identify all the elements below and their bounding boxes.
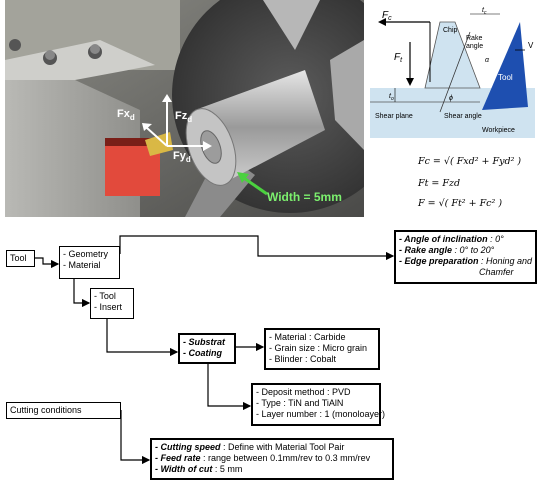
material-to-tool-connector xyxy=(74,279,89,303)
width-of-cut-key: - Width of cut xyxy=(155,464,212,474)
layer-number: - Layer number : 1 (monoloayer) xyxy=(256,409,376,420)
width-of-cut-value: : 5 mm xyxy=(212,464,242,474)
feed-rate-value: : range between 0.1mm/rev to 0.3 mm/rev xyxy=(201,453,371,463)
material-carbide: - Material : Carbide xyxy=(269,332,375,343)
edge-prep-key: - Edge preparation xyxy=(399,256,479,266)
edge-prep-line: - Edge preparation : Honing and xyxy=(399,256,532,267)
feed-rate-key: - Feed rate xyxy=(155,453,201,463)
width-of-cut-line: - Width of cut : 5 mm xyxy=(155,464,389,475)
substrat-item: - Substrat xyxy=(183,337,231,348)
inclination-key: - Angle of inclination xyxy=(399,234,488,244)
geometry-item: - Geometry xyxy=(63,249,116,260)
geometry-box: - Geometry - Material xyxy=(59,246,120,279)
edge-prep-line-2: Chamfer xyxy=(399,267,532,278)
grain-size: - Grain size : Micro grain xyxy=(269,343,375,354)
deposit-method: - Deposit method : PVD xyxy=(256,387,376,398)
geometry-detail-box: - Angle of inclination : 0° - Rake angle… xyxy=(394,230,537,284)
inclination-value: : 0° xyxy=(488,234,504,244)
tool-box-text: Tool xyxy=(10,253,31,264)
coating-detail-box: - Deposit method : PVD - Type : TiN and … xyxy=(251,383,381,426)
cutting-to-detail-connector xyxy=(121,410,149,460)
cutting-conditions-text: Cutting conditions xyxy=(10,405,117,416)
tool-box: Tool xyxy=(6,250,35,267)
cutting-conditions-box: Cutting conditions xyxy=(6,402,121,419)
tool-to-geometry-connector xyxy=(35,258,58,264)
inclination-line: - Angle of inclination : 0° xyxy=(399,234,532,245)
coating-item: - Coating xyxy=(183,348,231,359)
cutting-speed-key: - Cutting speed xyxy=(155,442,221,452)
coating-to-deposit-connector xyxy=(208,364,250,406)
substrat-coating-box: - Substrat - Coating xyxy=(178,333,236,364)
feed-rate-line: - Feed rate : range between 0.1mm/rev to… xyxy=(155,453,389,464)
insert-to-substrat-connector xyxy=(107,319,177,352)
rake-key: - Rake angle xyxy=(399,245,452,255)
rake-value: : 0° to 20° xyxy=(452,245,494,255)
cutting-speed-line: - Cutting speed : Define with Material T… xyxy=(155,442,389,453)
rake-line: - Rake angle : 0° to 20° xyxy=(399,245,532,256)
cutting-detail-box: - Cutting speed : Define with Material T… xyxy=(150,438,394,480)
cutting-speed-value: : Define with Material Tool Pair xyxy=(221,442,345,452)
material-detail-box: - Material : Carbide - Grain size : Micr… xyxy=(264,328,380,370)
geometry-to-detail-connector xyxy=(120,236,393,256)
insert-item: - Insert xyxy=(94,302,130,313)
edge-prep-value: : Honing and xyxy=(479,256,533,266)
tool-insert-box: - Tool - Insert xyxy=(90,288,134,319)
edge-prep-value-2: Chamfer xyxy=(479,267,514,277)
coating-type: - Type : TiN and TiAlN xyxy=(256,398,376,409)
blinder-cobalt: - Blinder : Cobalt xyxy=(269,354,375,365)
tool-item: - Tool xyxy=(94,291,130,302)
material-item: - Material xyxy=(63,260,116,271)
